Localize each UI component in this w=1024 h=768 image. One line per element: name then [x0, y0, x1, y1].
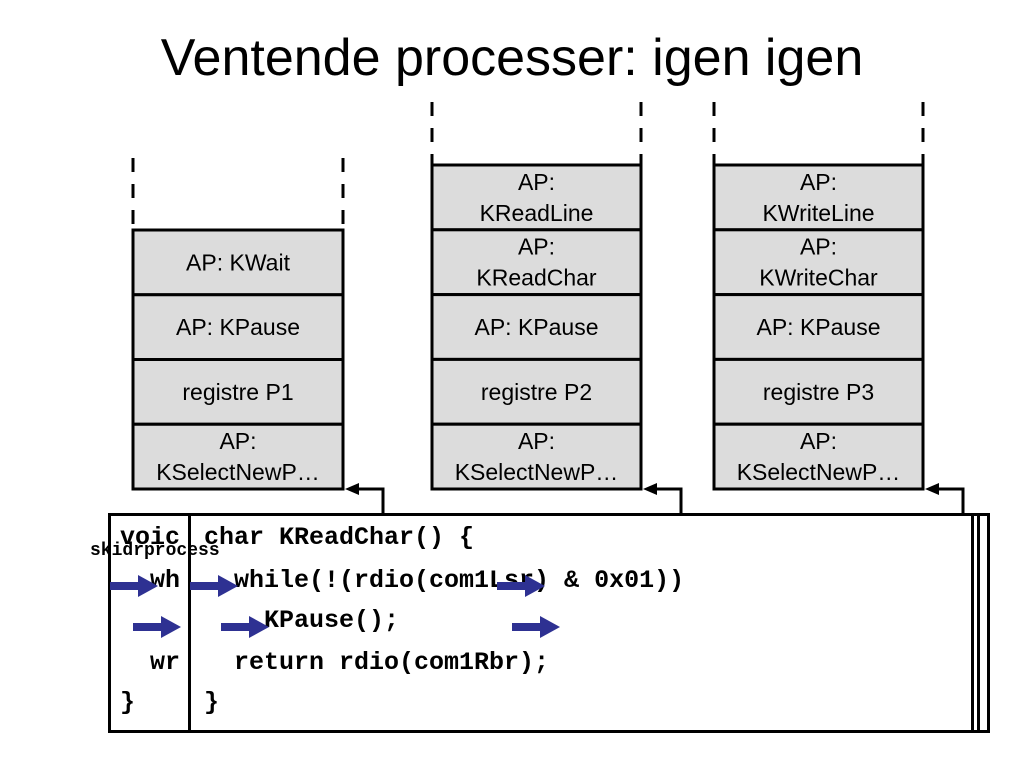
stack-3-cell-2-label: AP:: [800, 234, 837, 260]
stack-3-cell-4-label: registre P3: [763, 379, 874, 405]
stack-2-return-arrowhead: [643, 483, 657, 495]
stack-1-cell-2-label: AP: KPause: [176, 314, 300, 340]
arrow-icon: [133, 616, 181, 638]
code-box-kreadchar: [188, 513, 974, 733]
stack-2-cell-5-label: AP:: [518, 428, 555, 454]
stack-1-cell-1-label: AP: KWait: [186, 249, 291, 275]
stack-2-cell-2-label: AP:: [518, 234, 555, 260]
code-back-overlay-label: skidrprocess: [90, 541, 220, 561]
stack-2-cell-5-label: KSelectNewP…: [455, 459, 619, 485]
stack-3-cell-5-label: KSelectNewP…: [737, 459, 901, 485]
stack-1-cell-3-label: registre P1: [182, 379, 293, 405]
stack-1-return-arrowhead: [345, 483, 359, 495]
code-back-line-1: voic: [120, 523, 181, 552]
arrow-icon: [110, 575, 158, 597]
code-line-3: KPause();: [204, 606, 400, 635]
stack-2-cell-1: [430, 163, 643, 232]
stack-3-cell-1-label: AP:: [800, 169, 837, 195]
stack-3-cell-5-label: AP:: [800, 428, 837, 454]
stack-1-cell-4-label: KSelectNewP…: [156, 459, 320, 485]
stack-2-cell-4: [430, 357, 643, 426]
code-back-line-5: }: [120, 688, 136, 717]
stack-1-cell-4-label: AP:: [219, 428, 256, 454]
arrow-icon: [190, 575, 238, 597]
code-line-5: }: [204, 688, 220, 717]
arrow-icon: [512, 616, 560, 638]
slide-title: Ventende processer: igen igen: [160, 29, 864, 87]
code-back-line-2: wh: [120, 566, 181, 595]
code-line-1: char KReadChar() {: [204, 523, 475, 552]
stack-3-cell-2-label: KWriteChar: [759, 265, 878, 291]
stack-3-cell-3-label: AP: KPause: [756, 314, 880, 340]
stack-3-cell-1-label: KWriteLine: [762, 200, 874, 226]
stack-2-cell-1-label: KReadLine: [480, 200, 594, 226]
stack-3-cell-3: [712, 293, 925, 361]
arrow-icon: [497, 575, 545, 597]
stack-2-cell-2: [430, 228, 643, 297]
stack-3-cell-5: [712, 422, 925, 491]
stack-2-cell-1-label: AP:: [518, 169, 555, 195]
stack-2-cell-2-label: KReadChar: [476, 265, 597, 291]
stack-3-return-arrowhead: [925, 483, 939, 495]
stack-2-cell-3-label: AP: KPause: [474, 314, 598, 340]
stack-1-cell-1: [131, 228, 345, 297]
code-line-2: while(!(rdio(com1Lsr) & 0x01)): [204, 566, 685, 595]
arrow-icon: [221, 616, 269, 638]
stack-1-cell-4: [131, 422, 345, 491]
stack-3-cell-2: [712, 228, 925, 297]
stack-2-cell-4-label: registre P2: [481, 379, 592, 405]
code-line-4: return rdio(com1Rbr);: [204, 648, 550, 677]
code-back-line-4: wr: [120, 648, 181, 677]
stack-2-return-line: [653, 487, 683, 513]
stack-1-return-line: [355, 487, 385, 513]
stack-2-cell-5: [430, 422, 643, 491]
stack-2-cell-3: [430, 293, 643, 361]
stack-3-cell-1: [712, 163, 925, 232]
stack-1-cell-3: [131, 358, 345, 426]
stack-3-return-line: [935, 487, 965, 513]
